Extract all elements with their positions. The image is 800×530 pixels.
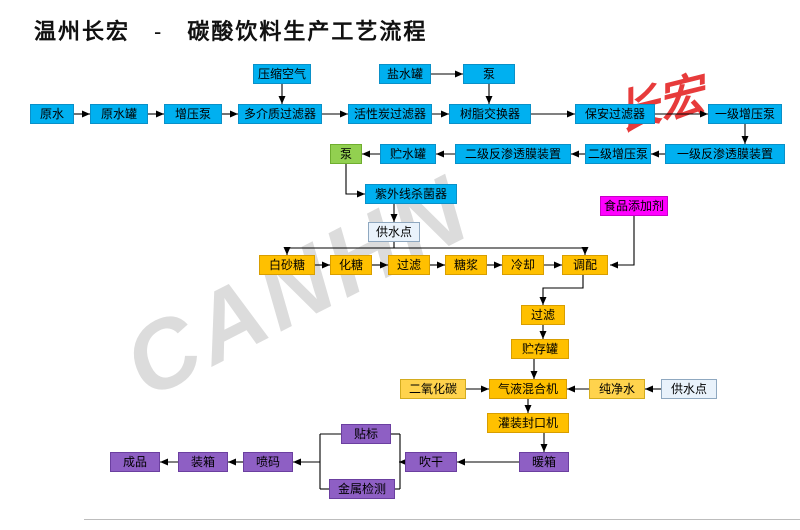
node-multimedia-filter: 多介质过滤器 xyxy=(238,104,322,124)
node-food-additive: 食品添加剂 xyxy=(600,196,668,216)
node-pump-top: 泵 xyxy=(463,64,515,84)
node-metal-detector: 金属检测 xyxy=(329,479,395,499)
page-title: 温州长宏-碳酸饮料生产工艺流程 xyxy=(34,14,427,46)
node-sugar-melting: 化糖 xyxy=(330,255,372,275)
node-water-point-2: 供水点 xyxy=(661,379,717,399)
node-booster-pump: 增压泵 xyxy=(164,104,222,124)
node-brine-tank: 盐水罐 xyxy=(379,64,431,84)
node-filter-1: 过滤 xyxy=(388,255,430,275)
title-company: 温州长宏 xyxy=(34,19,131,44)
node-warm-box: 暖箱 xyxy=(519,452,569,472)
node-blow-dry: 吹干 xyxy=(405,452,457,472)
node-packing: 装箱 xyxy=(178,452,228,472)
node-filling-machine: 灌装封口机 xyxy=(487,413,569,433)
node-labeling: 贴标 xyxy=(341,424,391,444)
node-gas-liquid-mixer: 气液混合机 xyxy=(489,379,567,399)
node-resin-exchanger: 树脂交换器 xyxy=(449,104,531,124)
node-coding: 喷码 xyxy=(243,452,293,472)
node-blending: 调配 xyxy=(562,255,608,275)
node-compressed-air: 压缩空气 xyxy=(253,64,311,84)
node-uv-sterilizer: 紫外线杀菌器 xyxy=(365,184,457,204)
node-primary-booster-pump: 一级增压泵 xyxy=(708,104,782,124)
node-syrup: 糖浆 xyxy=(445,255,487,275)
node-water-point-1: 供水点 xyxy=(368,222,420,242)
node-secondary-ro: 二级反渗透膜装置 xyxy=(455,144,571,164)
node-primary-ro: 一级反渗透膜装置 xyxy=(665,144,785,164)
node-cooling: 冷却 xyxy=(502,255,544,275)
connector-lines xyxy=(74,70,749,490)
node-raw-water-tank: 原水罐 xyxy=(90,104,148,124)
title-process: 碳酸饮料生产工艺流程 xyxy=(187,19,428,44)
node-pump: 泵 xyxy=(330,144,362,164)
node-carbon-filter: 活性炭过滤器 xyxy=(348,104,432,124)
node-pure-water: 纯净水 xyxy=(589,379,645,399)
node-raw-water: 原水 xyxy=(30,104,74,124)
node-white-sugar: 白砂糖 xyxy=(259,255,315,275)
node-filter-2: 过滤 xyxy=(521,305,565,325)
node-co2: 二氧化碳 xyxy=(400,379,466,399)
node-security-filter: 保安过滤器 xyxy=(575,104,655,124)
node-water-storage-tank: 贮水罐 xyxy=(380,144,436,164)
footer-divider xyxy=(84,519,800,520)
title-dash: - xyxy=(154,19,164,44)
node-storage-tank: 贮存罐 xyxy=(511,339,569,359)
node-finished-product: 成品 xyxy=(110,452,160,472)
node-secondary-booster-pump: 二级增压泵 xyxy=(585,144,651,164)
